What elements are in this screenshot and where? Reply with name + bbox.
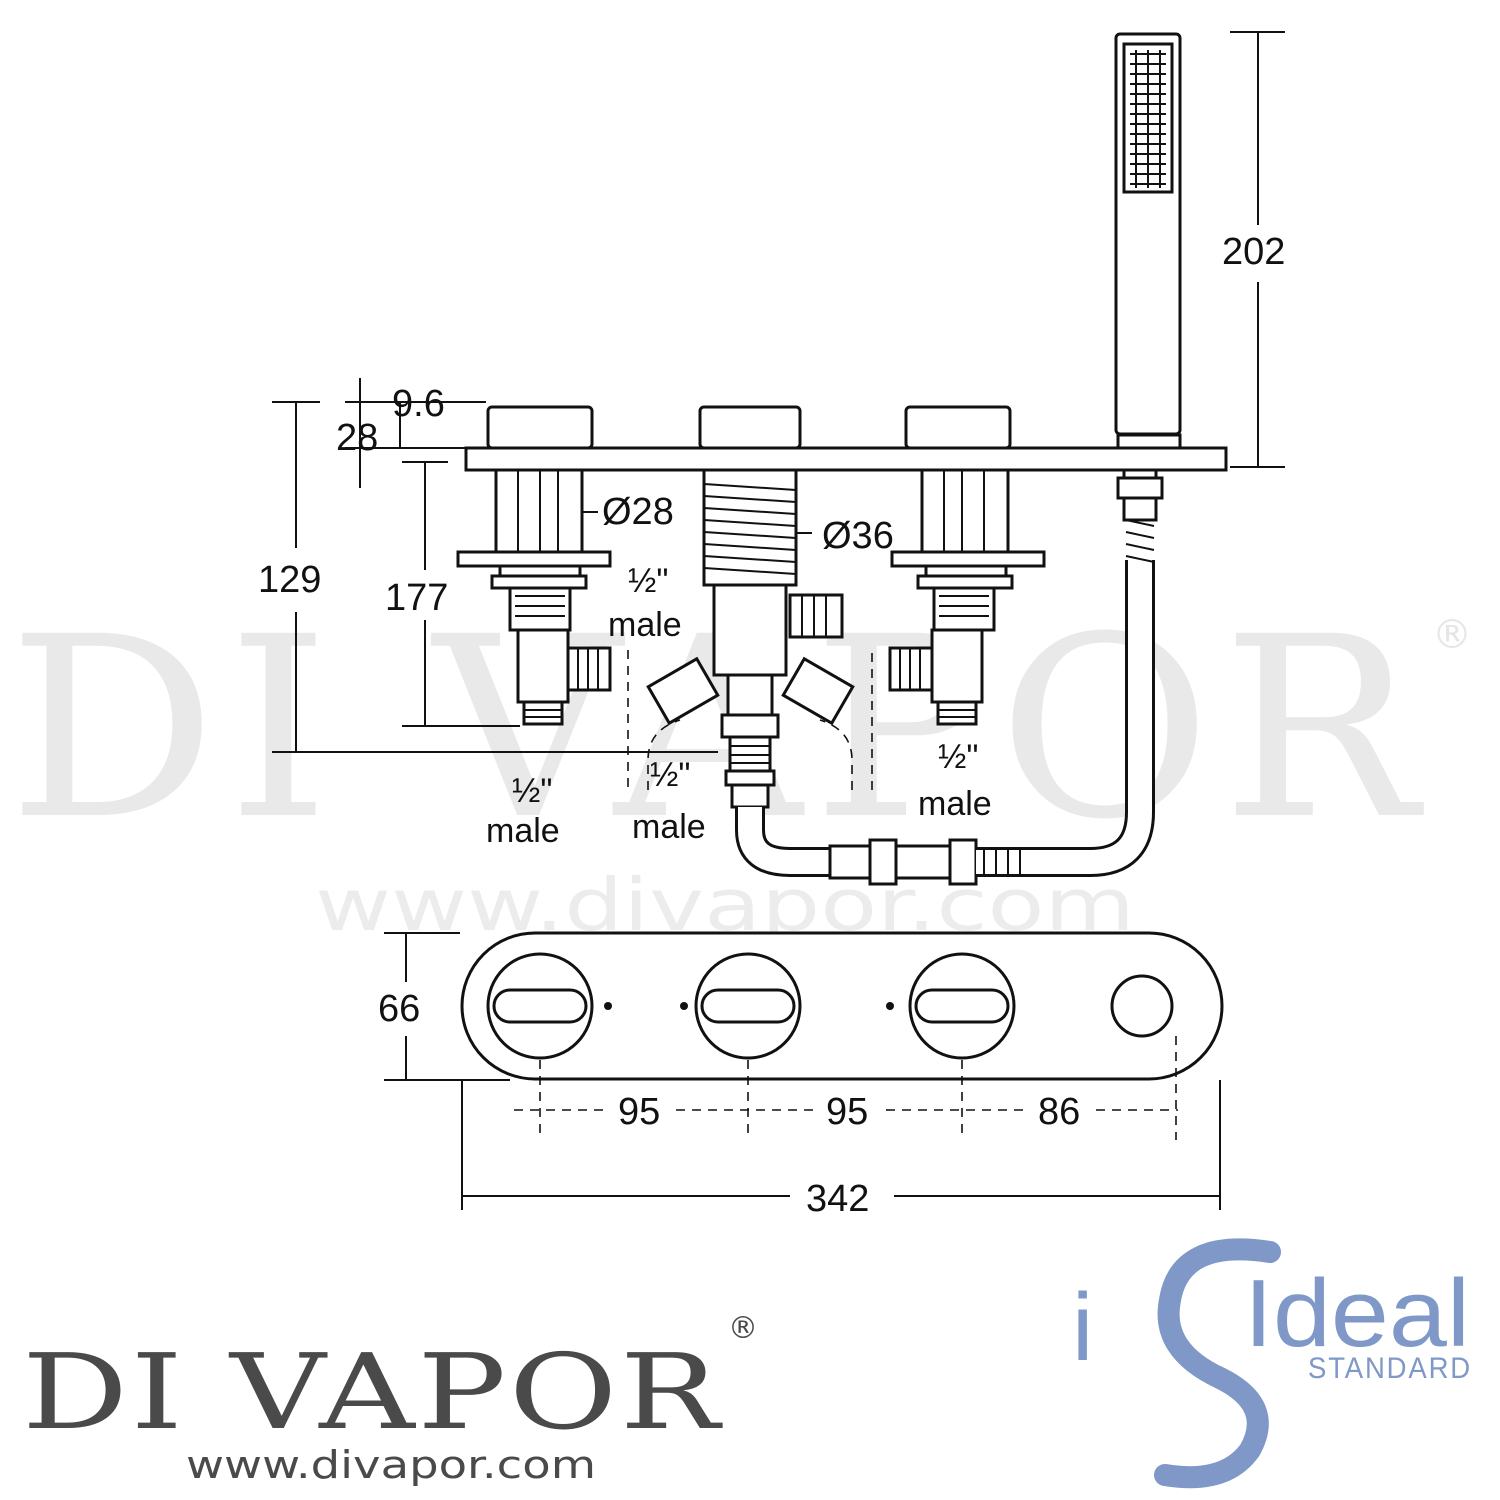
dim-valve-body: 177	[385, 577, 448, 619]
divapor-registered: ®	[728, 1311, 758, 1346]
dim-overall-body: 129	[258, 559, 321, 601]
plan-handset-holder	[1110, 974, 1174, 1038]
plan-plate	[460, 931, 1224, 1081]
dim-handle-height: 28	[336, 417, 378, 459]
dim-valve-diameter: Ø28	[602, 491, 674, 533]
divapor-logo: DI VAPOR ® www.divapor.com	[22, 1311, 758, 1487]
shower-hose	[735, 468, 1164, 886]
dim-overall-width: 342	[806, 1178, 869, 1220]
dimension-labels-side: 202 9.6 28 129 177 Ø28 Ø36 ½" male ½" ma…	[258, 231, 1285, 850]
plan-view	[460, 931, 1224, 1081]
ideal-standard-logo: i Ideal STANDARD	[1072, 1238, 1472, 1489]
handle-left	[486, 405, 594, 450]
handle-right	[904, 405, 1012, 450]
diverter-center	[646, 468, 855, 809]
thread-label-right-male: male	[918, 785, 992, 823]
thread-label-diverter-male: male	[632, 808, 706, 846]
valve-right	[888, 468, 1046, 726]
valve-left	[456, 468, 612, 726]
deck-plate	[464, 446, 1228, 472]
dashed-hose-left	[627, 650, 681, 790]
ideal-swoosh-icon	[1154, 1238, 1281, 1489]
thread-label-left-fraction: ½"	[512, 772, 552, 810]
dim-plate-depth: 66	[378, 988, 420, 1030]
watermark-registered: ®	[1432, 612, 1472, 658]
thread-label-center-male: male	[608, 606, 682, 644]
dim-spacing-1: 95	[618, 1091, 660, 1133]
thread-label-diverter-fraction: ½"	[650, 756, 690, 794]
dashed-hose-right	[819, 650, 873, 790]
ideal-logo-i: i	[1072, 1274, 1093, 1381]
dim-handle-top: 9.6	[392, 383, 445, 425]
handle-center	[698, 405, 802, 450]
plan-handle-center	[680, 952, 802, 1060]
thread-label-left-male: male	[486, 812, 560, 850]
dim-spacing-3: 86	[1038, 1091, 1080, 1133]
handset	[1114, 32, 1182, 436]
divapor-brand: DI VAPOR	[22, 1331, 723, 1453]
dimension-lines-side	[272, 31, 1285, 753]
ideal-word: Ideal	[1244, 1260, 1470, 1367]
dimension-labels-plan: 66 95 95 86 342	[378, 988, 1080, 1220]
dim-spout-diameter: Ø36	[822, 515, 894, 557]
dimension-lines-plan	[384, 932, 1221, 1210]
side-elevation	[456, 32, 1228, 886]
thread-label-center-fraction: ½"	[628, 562, 668, 600]
dim-spacing-2: 95	[826, 1091, 868, 1133]
thread-label-right-fraction: ½"	[938, 738, 978, 776]
plan-handle-left	[486, 952, 612, 1060]
ideal-standard: STANDARD	[1308, 1352, 1472, 1385]
divapor-url: www.divapor.com	[186, 1443, 596, 1487]
dim-handset-height: 202	[1222, 231, 1285, 273]
plan-handle-right	[886, 952, 1016, 1060]
handset-holder	[1116, 433, 1182, 450]
